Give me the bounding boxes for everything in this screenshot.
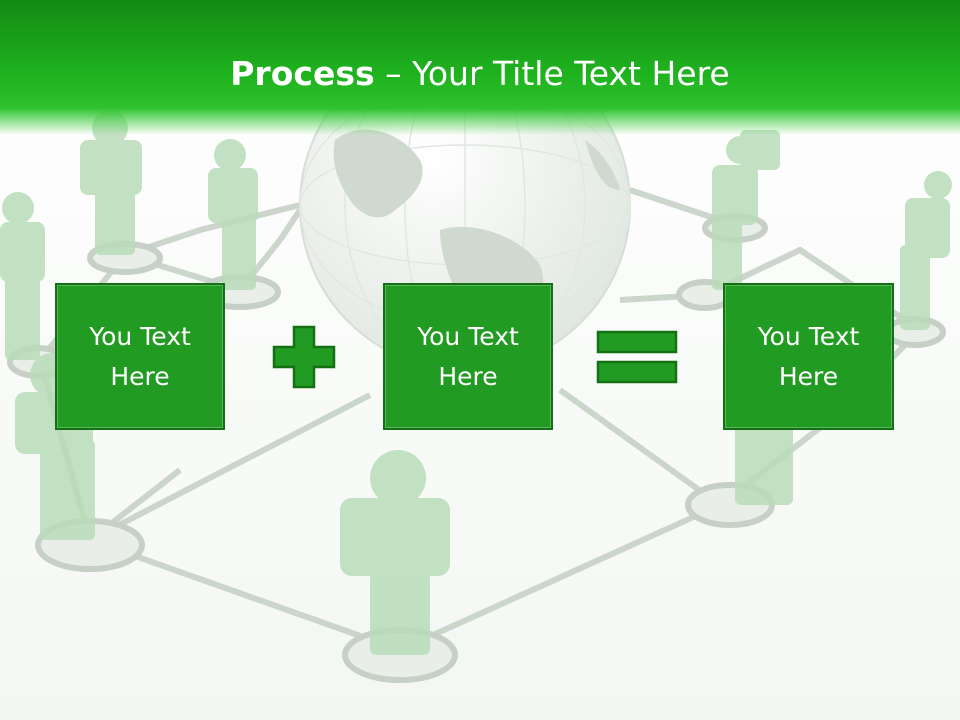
process-box-1[interactable]: You Text Here xyxy=(55,283,225,430)
process-box-3-text: You Text Here xyxy=(757,321,860,391)
equals-icon xyxy=(596,330,678,384)
plus-icon xyxy=(272,325,336,389)
title-rest: – Your Title Text Here xyxy=(374,54,730,93)
slide-title: Process – Your Title Text Here xyxy=(0,52,960,96)
process-box-2-text: You Text Here xyxy=(417,321,519,391)
process-box-1-text: You Text Here xyxy=(89,321,191,391)
header-bar xyxy=(0,0,960,135)
process-box-3[interactable]: You Text Here xyxy=(723,283,894,430)
title-bold: Process xyxy=(230,54,375,93)
process-box-2[interactable]: You Text Here xyxy=(383,283,553,430)
